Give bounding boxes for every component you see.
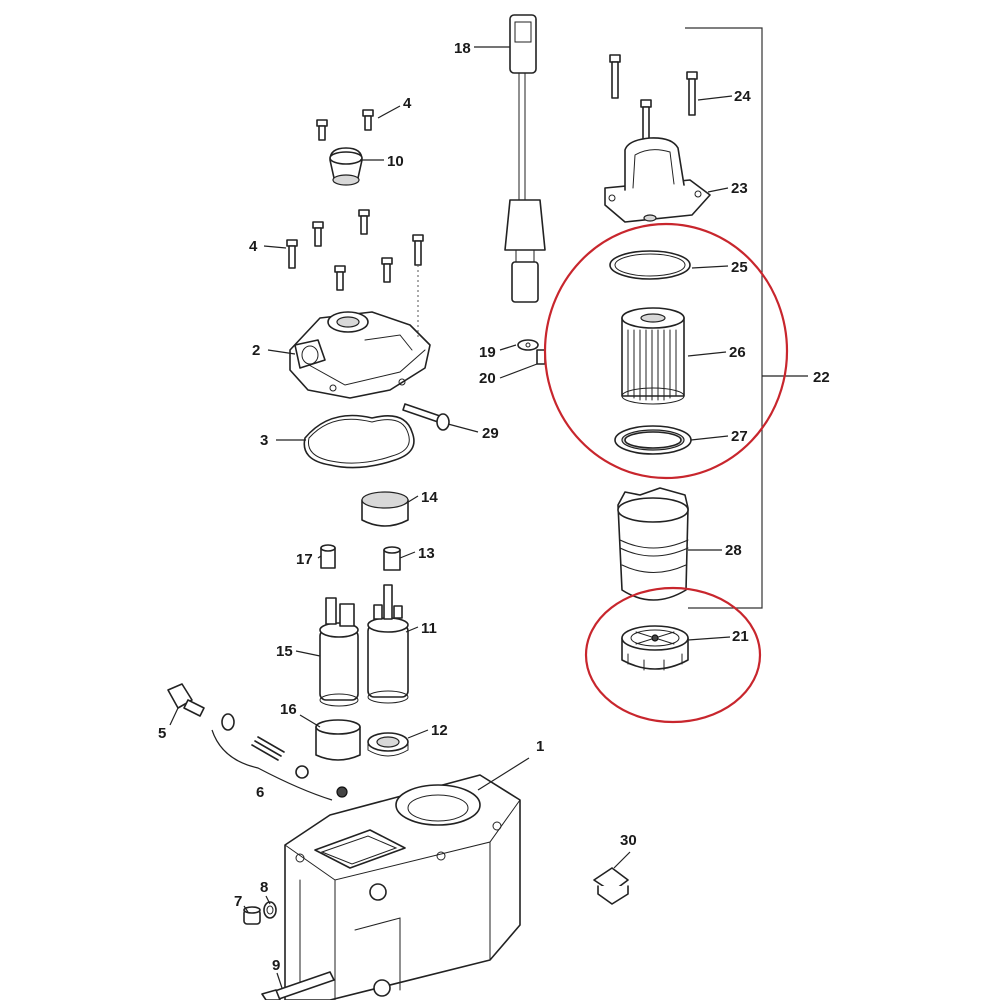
part-13-sleeve — [383, 546, 401, 571]
part-5-fitting — [167, 683, 205, 717]
callout-19: 19 — [479, 344, 496, 361]
part-23-filter-head — [604, 137, 711, 223]
callout-8: 8 — [260, 879, 268, 896]
callout-27: 27 — [731, 428, 748, 445]
callout-22: 22 — [813, 369, 830, 386]
part-15-pump — [319, 597, 359, 707]
highlight-filter-kit — [543, 222, 789, 480]
callout-25: 25 — [731, 259, 748, 276]
part-30-fitting — [593, 867, 629, 905]
callout-23: 23 — [731, 180, 748, 197]
leader-lines — [169, 46, 733, 989]
part-21-bowl-cap — [621, 625, 689, 671]
part-16-sleeve — [315, 719, 361, 761]
callout-6: 6 — [256, 784, 264, 801]
callout-29: 29 — [482, 425, 499, 442]
part-14-cap — [361, 491, 409, 527]
part-12-seal — [367, 732, 409, 757]
part-17-sleeve — [320, 544, 336, 569]
callout-26: 26 — [729, 344, 746, 361]
part-19-clip — [517, 339, 539, 351]
callout-17: 17 — [296, 551, 313, 568]
callout-20: 20 — [479, 370, 496, 387]
callout-30: 30 — [620, 832, 637, 849]
callout-24: 24 — [734, 88, 751, 105]
part-26-filter-element — [621, 307, 685, 405]
callout-15: 15 — [276, 643, 293, 660]
callout-12: 12 — [431, 722, 448, 739]
part-11-pump — [367, 584, 409, 704]
callout-13: 13 — [418, 545, 435, 562]
callout-18: 18 — [454, 40, 471, 57]
part-10-regulator — [329, 147, 363, 186]
callout-3: 3 — [260, 432, 268, 449]
part-29-bolt — [402, 403, 450, 431]
callout-11: 11 — [421, 620, 437, 637]
part-27-seal-ring — [614, 425, 692, 455]
callout-4-top: 4 — [403, 95, 412, 112]
callout-5: 5 — [158, 725, 166, 742]
assembly-22-bracket — [685, 27, 763, 609]
part-25-o-ring — [609, 250, 691, 280]
callout-21: 21 — [732, 628, 749, 645]
part-28-filter-bowl — [617, 487, 689, 601]
callout-14: 14 — [421, 489, 438, 506]
part-24-screws — [609, 54, 698, 144]
callout-4-left: 4 — [249, 238, 258, 255]
callout-28: 28 — [725, 542, 742, 559]
part-6-kit — [211, 713, 348, 801]
highlight-bowl-cap — [584, 586, 762, 724]
callout-7: 7 — [234, 893, 242, 910]
callout-2: 2 — [252, 342, 260, 359]
part-4-screws — [286, 109, 424, 340]
part-9-bolt — [261, 971, 335, 1000]
part-8-washer — [263, 901, 277, 919]
callout-16: 16 — [280, 701, 297, 718]
part-3-gasket — [303, 414, 415, 469]
part-2-cover — [289, 311, 431, 399]
callout-10: 10 — [387, 153, 404, 170]
callouts: 1 2 3 4 4 5 6 7 8 9 10 11 12 13 14 15 16… — [158, 40, 830, 974]
callout-9: 9 — [272, 957, 280, 974]
callout-1: 1 — [536, 738, 544, 755]
part-18-harness — [504, 14, 546, 303]
part-1-housing — [284, 774, 521, 1000]
part-20-screw — [536, 349, 546, 365]
